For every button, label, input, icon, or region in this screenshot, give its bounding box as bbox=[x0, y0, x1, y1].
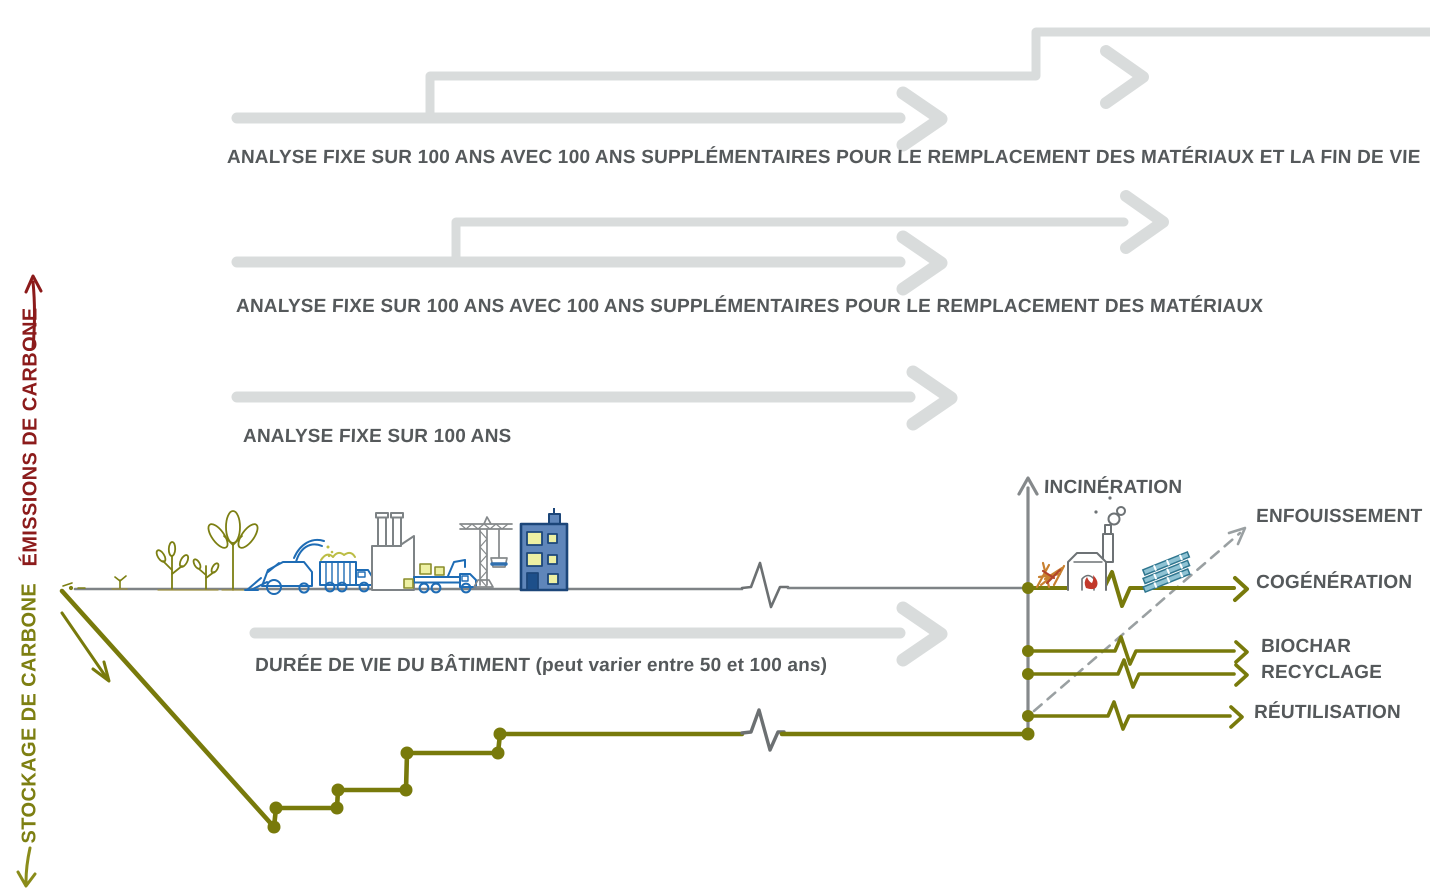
building-icon bbox=[519, 508, 569, 592]
label-analysis-100: ANALYSE FIXE SUR 100 ANS bbox=[242, 426, 512, 447]
carbon-storage-curve bbox=[59, 588, 1029, 830]
incineration-arrow bbox=[1017, 476, 1039, 735]
label-analysis-100-replacement: ANALYSE FIXE SUR 100 ANS AVEC 100 ANS SU… bbox=[235, 296, 1264, 317]
woodchip-truck-icon bbox=[319, 551, 374, 593]
steel-beams-icon bbox=[1141, 550, 1191, 594]
label-reutilisation: RÉUTILISATION bbox=[1253, 702, 1402, 723]
label-emissions-axis: ÉMISSIONS DE CARBONE bbox=[19, 307, 42, 567]
emissions-axis-arrow bbox=[24, 274, 43, 350]
biochar-line bbox=[1026, 635, 1249, 666]
enfouissement-arrow bbox=[1032, 526, 1247, 713]
cogeneration-line bbox=[1026, 570, 1249, 608]
saplings-icon bbox=[155, 541, 220, 591]
label-building-life: DURÉE DE VIE DU BÂTIMENT (peut varier en… bbox=[254, 655, 828, 676]
reutilisation-line bbox=[1026, 700, 1244, 731]
carbon-storage-nodes bbox=[267, 727, 1035, 834]
building-life-arrow bbox=[249, 601, 948, 667]
factory-icon bbox=[371, 512, 415, 591]
storage-axis-arrow bbox=[16, 846, 37, 888]
label-cogeneration: COGÉNÉRATION bbox=[1255, 572, 1413, 593]
flatbed-truck-icon bbox=[403, 559, 477, 594]
analysis-arrow-100-end-of-life bbox=[231, 27, 1430, 152]
end-of-life-nodes bbox=[1022, 582, 1034, 722]
incinerator-icon bbox=[1067, 496, 1126, 591]
label-enfouissement: ENFOUISSEMENT bbox=[1255, 506, 1423, 527]
tree-icon bbox=[207, 510, 259, 591]
label-storage-axis: STOCKAGE DE CARBONE bbox=[18, 582, 41, 844]
wood-pile-icon bbox=[1035, 561, 1066, 589]
harvester-icon bbox=[244, 539, 334, 595]
seedlings-icon bbox=[62, 575, 128, 591]
tower-crane-icon bbox=[459, 516, 513, 588]
label-analysis-100-end-of-life: ANALYSE FIXE SUR 100 ANS AVEC 100 ANS SU… bbox=[226, 147, 1421, 168]
label-incineration: INCINÉRATION bbox=[1043, 477, 1183, 498]
analysis-arrow-100 bbox=[231, 365, 958, 431]
storage-direction-arrow bbox=[60, 611, 111, 683]
analysis-arrow-100-replacement bbox=[231, 190, 1169, 296]
label-biochar: BIOCHAR bbox=[1260, 636, 1352, 657]
label-recyclage: RECYCLAGE bbox=[1260, 662, 1383, 683]
recyclage-line bbox=[1026, 658, 1249, 689]
